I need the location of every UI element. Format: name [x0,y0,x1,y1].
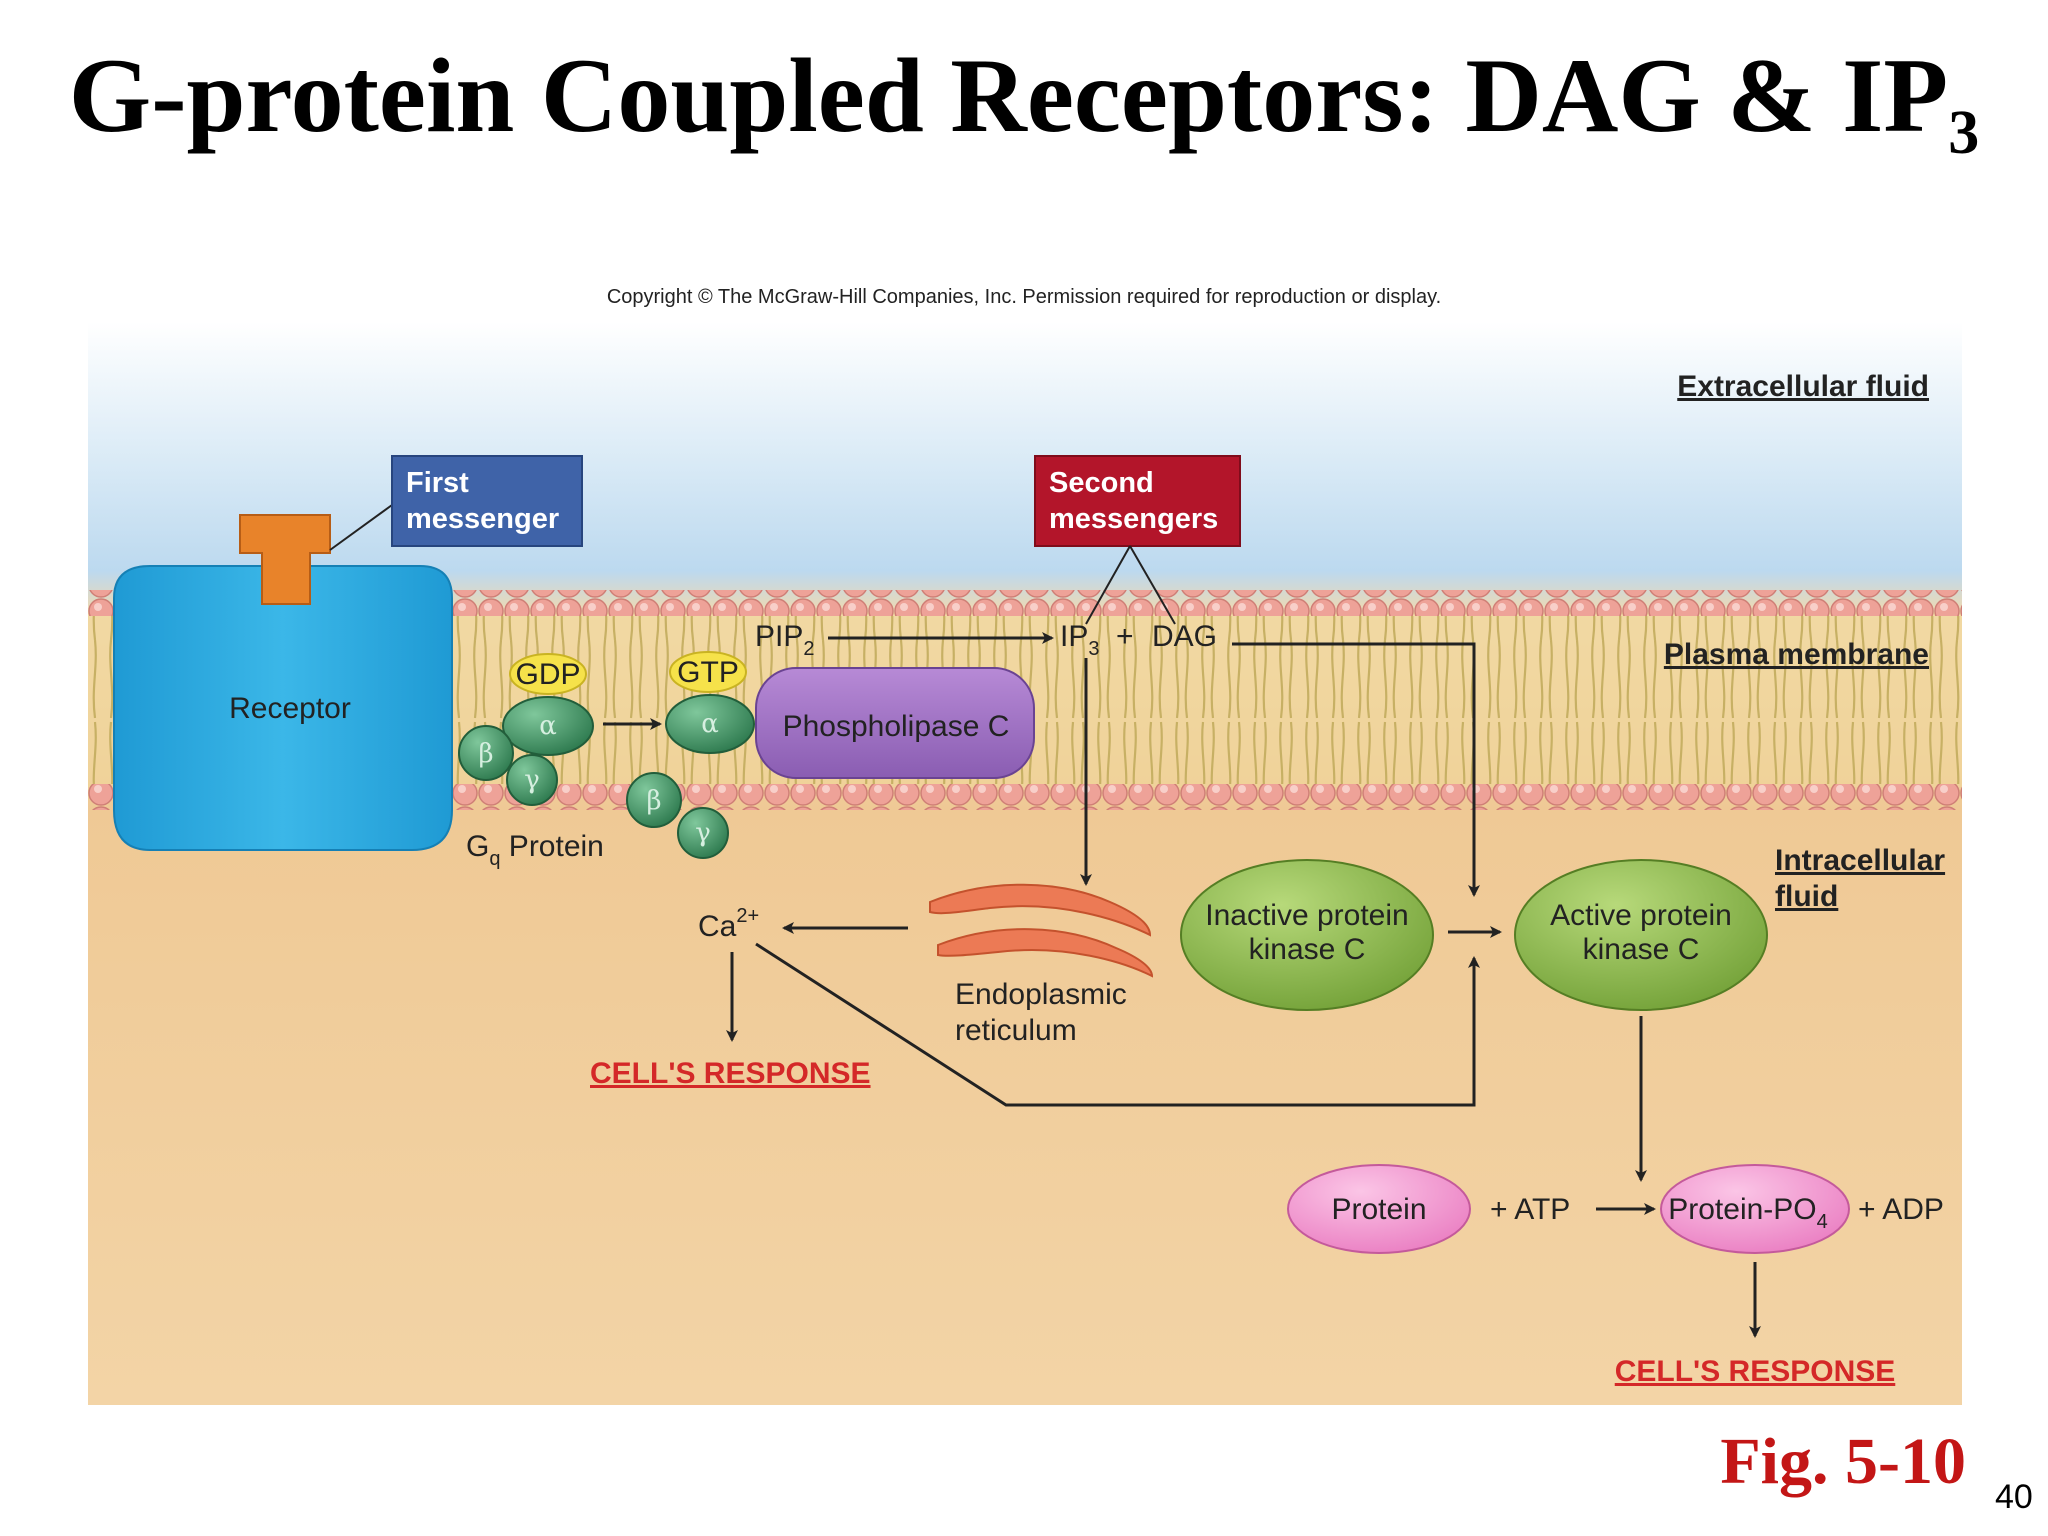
page-title: G-protein Coupled Receptors: DAG & IP3 [68,37,1980,167]
receptor-label: Receptor [229,692,351,725]
second-messengers-connector-ip3 [1085,545,1131,625]
inactive-kinase-line2: kinase C [1249,933,1366,966]
beta-subunit-inactive [458,725,514,781]
cells-response-calcium: CELL'S RESPONSE [590,1057,871,1090]
endoplasmic-reticulum [929,883,1154,978]
protein-substrate: Protein [1287,1164,1471,1254]
gtp-badge [669,651,747,693]
alpha-subunit-inactive [502,696,594,756]
copyright-notice: Copyright © The McGraw-Hill Companies, I… [606,286,1442,308]
gdp-label: GDP [515,658,580,691]
second-messengers-line2: messengers [1049,503,1218,535]
first-messenger-box: First messenger [391,455,583,547]
first-messenger-connector [329,504,393,551]
active-kinase-line1: Active protein [1550,899,1732,932]
arrow-dag-to-kinase [1232,642,1480,897]
gtp-label: GTP [677,656,739,689]
svg-text:β: β [646,786,661,816]
svg-text:γ: γ [695,818,711,848]
first-messenger-line2: messenger [406,503,559,535]
er-label-line2: reticulum [955,1014,1077,1047]
arrow-calcium-to-kinase [755,942,1480,1107]
gq-protein-active: GTP α β γ [626,651,755,859]
active-kinase-line2: kinase C [1583,933,1700,966]
protein-label: Protein [1331,1193,1426,1226]
plus-adp-label: + ADP [1858,1193,1944,1226]
figure-number: Fig. 5-10 [1720,1425,1966,1498]
cells-response-kinase: CELL'S RESPONSE [1615,1355,1896,1388]
ip3-label: IP3 [1060,620,1099,660]
svg-text:α: α [539,711,557,741]
phospholipase-c-label: Phospholipase C [783,710,1010,743]
gamma-subunit-free [677,807,729,859]
dag-label: DAG [1152,620,1217,653]
er-label-line1: Endoplasmic [955,978,1127,1011]
svg-text:β: β [478,739,493,769]
plus-atp-label: + ATP [1490,1193,1570,1226]
active-protein-kinase-c: Active protein kinase C [1514,859,1768,1011]
intracellular-fluid-label-line1: Intracellular [1775,844,1945,877]
svg-text:α: α [701,709,719,739]
plasma-membrane-label: Plasma membrane [1664,638,1929,671]
plus-sign: + [1116,620,1134,653]
gq-protein-inactive: GDP α β γ [458,653,594,806]
gdp-badge [509,653,587,695]
protein-po4: Protein-PO4 [1660,1164,1850,1254]
second-messengers-line1: Second [1049,467,1154,499]
svg-text:γ: γ [524,765,540,795]
second-messengers-box: Second messengers [1034,455,1241,547]
intracellular-fluid-label-line2: fluid [1775,880,1838,913]
inactive-kinase-line1: Inactive protein [1205,899,1408,932]
phospholipase-c: Phospholipase C [755,667,1035,779]
protein-po4-label: Protein-PO4 [1668,1193,1828,1233]
inactive-protein-kinase-c: Inactive protein kinase C [1180,859,1434,1011]
second-messengers-connector-dag [1129,545,1176,625]
pip2-label: PIP2 [755,620,814,660]
receptor: Receptor [113,565,453,851]
page-number: 40 [1995,1478,2033,1516]
calcium-label: Ca2+ [698,905,759,943]
extracellular-fluid-label: Extracellular fluid [1677,370,1929,403]
gq-protein-label: Gq Protein [466,830,604,870]
first-messenger-line1: First [406,467,469,499]
beta-subunit-free [626,772,682,828]
first-messenger-ligand [239,514,331,605]
gamma-subunit-inactive [506,754,558,806]
alpha-subunit-active [665,694,755,754]
